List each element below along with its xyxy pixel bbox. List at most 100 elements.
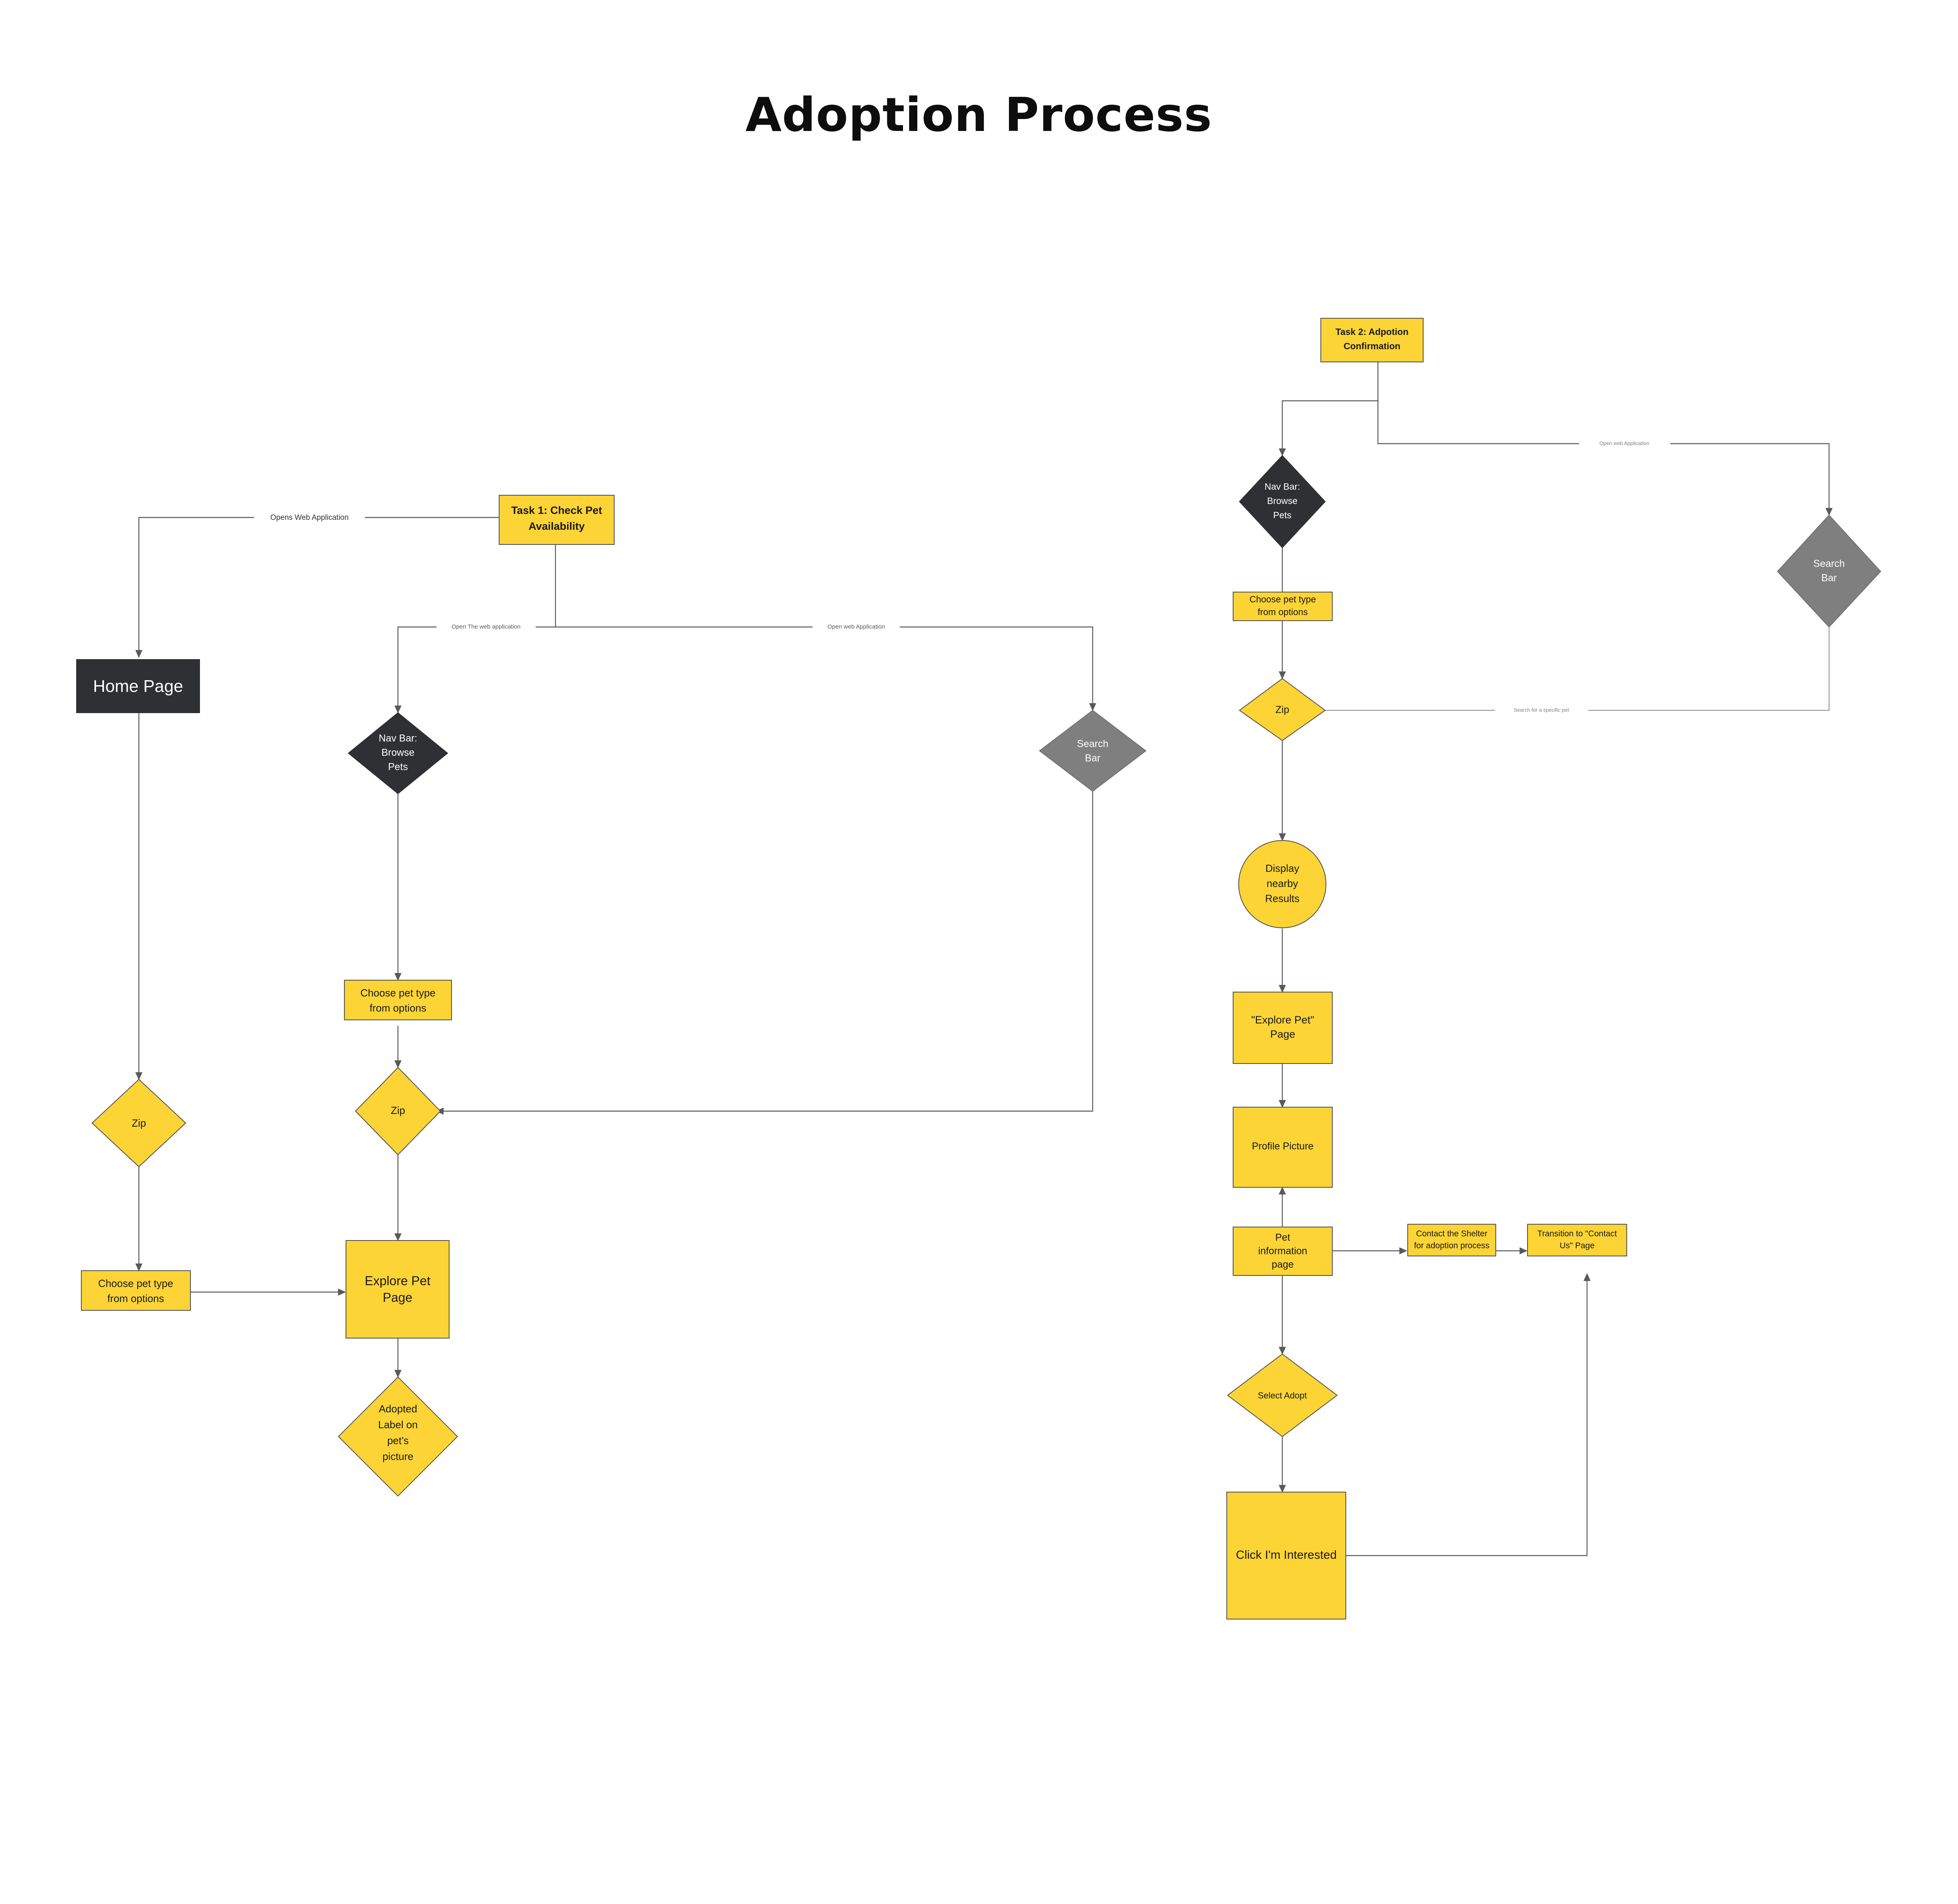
node-search-bar-task1[interactable]: Search Bar (1039, 710, 1147, 792)
contact-shelter-line-2: for adoption process (1414, 1241, 1489, 1250)
task1-header-shape[interactable] (499, 495, 615, 545)
display-nearby-results-line-3: Results (1265, 892, 1300, 904)
zip-task2-label: Zip (1276, 704, 1289, 715)
transition-contact-us-shape[interactable] (1527, 1224, 1627, 1256)
select-adopt-shape[interactable] (1227, 1353, 1338, 1437)
nav-bar-line-2: Browse (381, 747, 414, 758)
node-transition-contact-us[interactable]: Transition to "Contact Us" Page (1527, 1224, 1627, 1256)
node-pet-information-page[interactable]: Pet information page (1233, 1227, 1333, 1276)
profile-picture-shape[interactable] (1233, 1107, 1333, 1188)
nav-bar-task2-line-2: Browse (1267, 496, 1298, 506)
nav-bar-shape[interactable] (348, 712, 448, 794)
page-title: Adoption Process (746, 87, 1212, 142)
home-page-shape[interactable] (76, 659, 200, 713)
explore-pet-page-line-2: Page (383, 1290, 413, 1304)
nav-bar-task2-shape[interactable] (1239, 455, 1326, 548)
click-im-interested-shape[interactable] (1226, 1492, 1346, 1619)
edge-task2-to-nav-bar (1279, 362, 1379, 456)
nav-bar-line-1: Nav Bar: (379, 733, 417, 744)
contact-shelter-shape[interactable] (1407, 1224, 1496, 1256)
node-contact-shelter[interactable]: Contact the Shelter for adoption process (1407, 1224, 1496, 1256)
transition-contact-us-line-1: Transition to "Contact (1537, 1229, 1617, 1239)
display-nearby-results-line-2: nearby (1266, 877, 1298, 889)
task1-edges: Opens Web Application Open The web appli… (135, 511, 1096, 1378)
pet-information-page-line-3: page (1272, 1259, 1294, 1270)
task2-header-line-2: Confirmation (1343, 341, 1400, 351)
choose-pet-type-task2-shape[interactable] (1233, 592, 1333, 621)
explore-pet-page-shape[interactable] (346, 1240, 450, 1339)
node-nav-bar-browse-pets-task1[interactable]: Nav Bar: Browse Pets (348, 712, 448, 794)
zip-task2-shape[interactable] (1239, 678, 1326, 741)
edge-task1-to-search-bar (555, 626, 1096, 711)
edge-label-search-for-a-specific-pet: Search for a specific pet (1514, 707, 1569, 713)
node-choose-pet-type-left[interactable]: Choose pet type from options (81, 1270, 191, 1311)
search-bar-task2-line-1: Search (1813, 558, 1845, 569)
node-task1-header[interactable]: Task 1: Check Pet Availability (499, 495, 615, 545)
adopted-label-line-2: Label on (378, 1419, 418, 1431)
pet-information-page-shape[interactable] (1233, 1227, 1333, 1276)
zip-mid-shape[interactable] (355, 1067, 441, 1156)
display-nearby-results-line-1: Display (1265, 862, 1299, 874)
profile-picture-label: Profile Picture (1252, 1141, 1314, 1152)
zip-left-shape[interactable] (91, 1079, 186, 1167)
node-search-bar-task2[interactable]: Search Bar (1777, 514, 1881, 628)
choose-pet-type-mid-shape[interactable] (344, 980, 452, 1020)
zip-left-label: Zip (132, 1117, 146, 1129)
choose-pet-type-task2-line-1: Choose pet type (1249, 594, 1316, 604)
search-bar-task2-shape[interactable] (1777, 514, 1881, 628)
search-bar-line-1: Search (1077, 739, 1108, 750)
edge-label-open-web-application-left: Open web Application (827, 623, 885, 630)
transition-contact-us-line-2: Us" Page (1560, 1241, 1595, 1250)
edge-label-opens-web-application: Opens Web Application (270, 514, 348, 522)
node-choose-pet-type-task2[interactable]: Choose pet type from options (1233, 592, 1333, 621)
task2-header-shape[interactable] (1320, 318, 1424, 362)
node-select-adopt[interactable]: Select Adopt (1227, 1353, 1338, 1437)
explore-pet-page-line-1: Explore Pet (365, 1273, 430, 1288)
node-zip-mid[interactable]: Zip (355, 1067, 441, 1156)
nav-bar-task2-line-3: Pets (1273, 510, 1291, 520)
explore-pet-page-task2-line-2: Page (1270, 1028, 1295, 1040)
choose-pet-type-mid-line-2: from options (369, 1002, 426, 1014)
task2-flow: Open web Application Search for a specif… (1226, 318, 1881, 1619)
node-nav-bar-browse-pets-task2[interactable]: Nav Bar: Browse Pets (1239, 455, 1326, 548)
adopted-label-line-1: Adopted (379, 1403, 417, 1415)
adopted-label-line-3: pet's (387, 1435, 409, 1446)
choose-pet-type-left-shape[interactable] (81, 1270, 191, 1311)
search-bar-line-2: Bar (1085, 753, 1101, 764)
node-explore-pet-page-task1[interactable]: Explore Pet Page (346, 1240, 450, 1339)
node-zip-task2[interactable]: Zip (1239, 678, 1326, 741)
explore-pet-page-task2-shape[interactable] (1233, 992, 1333, 1064)
adopted-label-shape[interactable] (338, 1376, 458, 1497)
edge-search-bar-to-zip-task2 (1305, 627, 1829, 714)
click-im-interested-label: Click I'm Interested (1236, 1548, 1337, 1562)
node-choose-pet-type-mid[interactable]: Choose pet type from options (344, 980, 452, 1020)
edge-label-open-the-web-application: Open The web application (452, 623, 521, 630)
home-page-label: Home Page (93, 677, 183, 696)
contact-shelter-line-1: Contact the Shelter (1416, 1229, 1487, 1239)
task2-edges: Open web Application Search for a specif… (1279, 362, 1833, 1556)
node-zip-left[interactable]: Zip (91, 1079, 186, 1167)
edge-label-open-web-application-right: Open web Application (1599, 440, 1649, 446)
node-profile-picture[interactable]: Profile Picture (1233, 1107, 1333, 1188)
display-nearby-results-shape[interactable] (1238, 840, 1326, 928)
pet-information-page-line-1: Pet (1275, 1232, 1290, 1243)
edge-search-bar-to-zip-mid (436, 791, 1093, 1115)
task1-header-line-1: Task 1: Check Pet (511, 504, 602, 516)
task1-flow: Opens Web Application Open The web appli… (76, 495, 1147, 1497)
nav-bar-line-3: Pets (388, 762, 408, 773)
choose-pet-type-task2-line-2: from options (1258, 607, 1308, 617)
edge-task2-to-search-bar (1377, 401, 1833, 516)
edge-click-im-interested-to-transition-contact-us (1346, 1273, 1591, 1556)
search-bar-shape[interactable] (1039, 710, 1147, 792)
task2-header-line-1: Task 2: Adpotion (1335, 327, 1408, 337)
choose-pet-type-left-line-2: from options (107, 1292, 164, 1304)
node-adopted-label[interactable]: Adopted Label on pet's picture (338, 1376, 458, 1497)
zip-mid-label: Zip (391, 1104, 405, 1116)
node-display-nearby-results[interactable]: Display nearby Results (1238, 840, 1326, 928)
node-explore-pet-page-task2[interactable]: "Explore Pet" Page (1233, 992, 1333, 1064)
select-adopt-label: Select Adopt (1258, 1390, 1307, 1400)
node-home-page[interactable]: Home Page (76, 659, 200, 713)
node-task2-header[interactable]: Task 2: Adpotion Confirmation (1320, 318, 1424, 362)
node-click-im-interested[interactable]: Click I'm Interested (1226, 1492, 1346, 1619)
